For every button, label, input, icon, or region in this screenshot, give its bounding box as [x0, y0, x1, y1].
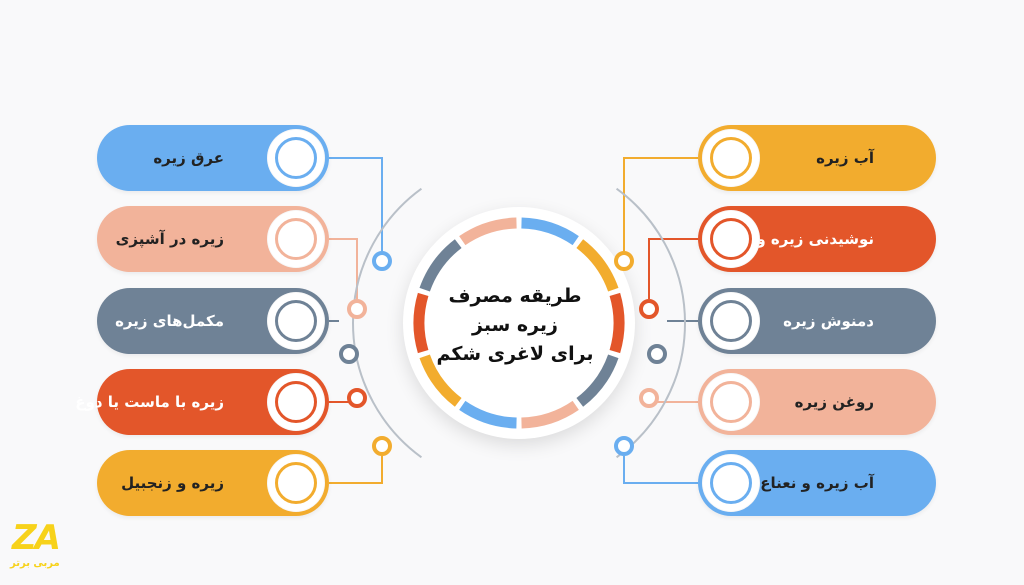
- item-label: آب زیره: [816, 149, 874, 167]
- item-label: زیره در آشپزی: [115, 230, 224, 248]
- circle-icon: [267, 129, 325, 187]
- circle-icon: [267, 292, 325, 350]
- hub-title-line-1: طریقه مصرف: [448, 285, 582, 307]
- circle-icon: [702, 129, 760, 187]
- circle-icon: [702, 292, 760, 350]
- item-zireh-yogurt: زیره با ماست یا دوغ: [75, 369, 329, 435]
- item-label: مکمل‌های زیره: [115, 312, 224, 330]
- connector-dot: [614, 251, 634, 271]
- circle-icon: [702, 454, 760, 512]
- circle-icon: [702, 210, 760, 268]
- item-zireh-oil: روغن زیره: [698, 369, 936, 435]
- circle-icon: [267, 454, 325, 512]
- connector-dot: [639, 299, 659, 319]
- hub-title-line-2: زیره سبز: [472, 314, 558, 336]
- item-label: زیره و زنجبیل: [121, 474, 224, 492]
- logo-caption: مربی برتر: [10, 558, 60, 569]
- connector-line: [329, 238, 358, 299]
- item-label: دمنوش زیره: [783, 312, 874, 330]
- hub-title-line-3: برای لاغری شکم: [436, 343, 594, 365]
- connector-dot: [347, 299, 367, 319]
- item-label: روغن زیره: [794, 393, 874, 411]
- item-zireh-tea: دمنوش زیره: [698, 288, 936, 354]
- connector-dot: [347, 388, 367, 408]
- item-araq-zireh: عرق زیره: [97, 125, 329, 191]
- circle-icon: [267, 373, 325, 431]
- hub-title: طریقه مصرف زیره سبز برای لاغری شکم: [420, 282, 610, 369]
- connector-line: [623, 456, 698, 484]
- right-arc-line: [615, 187, 686, 459]
- item-zireh-lemon-drink: نوشیدنی زیره و لیمو: [698, 206, 936, 272]
- brand-logo: ZA مربی برتر: [8, 518, 70, 578]
- item-label: عرق زیره: [153, 149, 224, 167]
- item-label: آب زیره و نعناع: [760, 474, 874, 492]
- circle-icon: [267, 210, 325, 268]
- left-arc-line: [352, 187, 423, 459]
- item-zireh-cooking: زیره در آشپزی: [97, 206, 329, 272]
- connector-dot: [372, 436, 392, 456]
- connector-line: [329, 157, 383, 251]
- connector-line: [329, 456, 383, 484]
- item-zireh-ginger: زیره و زنجبیل: [97, 450, 329, 516]
- item-zireh-mint-water: آب زیره و نعناع: [698, 450, 936, 516]
- connector-dot: [614, 436, 634, 456]
- circle-icon: [702, 373, 760, 431]
- item-ab-zireh: آب زیره: [698, 125, 936, 191]
- connector-dot: [372, 251, 392, 271]
- connector-line: [648, 238, 698, 299]
- connector-dot: [639, 388, 659, 408]
- item-label: زیره با ماست یا دوغ: [75, 393, 224, 411]
- logo-mark: ZA: [12, 518, 61, 558]
- connector-dot: [339, 344, 359, 364]
- item-zireh-supplements: مکمل‌های زیره: [97, 288, 329, 354]
- connector-line: [623, 157, 698, 251]
- connector-dot: [647, 344, 667, 364]
